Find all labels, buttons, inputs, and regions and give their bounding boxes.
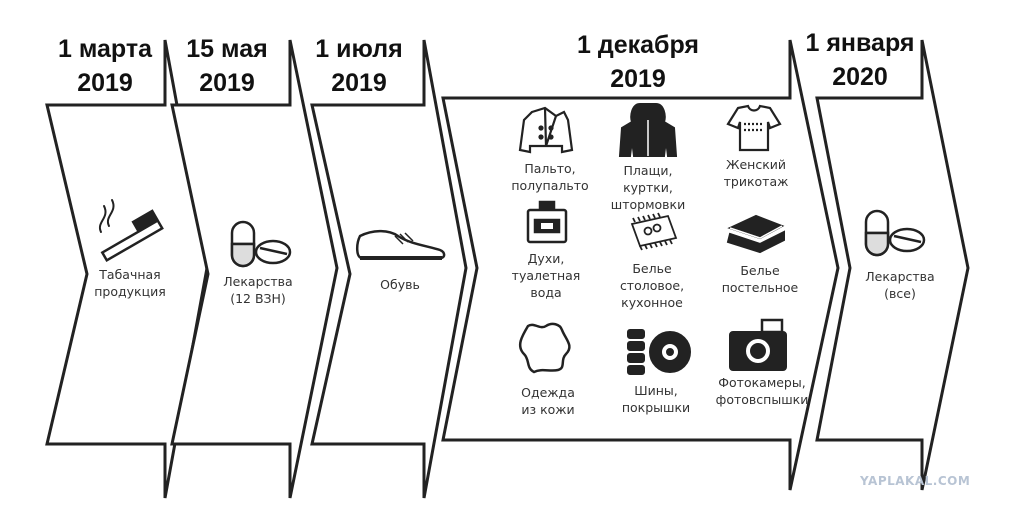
leather-icon xyxy=(518,322,571,374)
camera-icon xyxy=(729,318,787,371)
shoe-icon xyxy=(356,229,446,260)
watermark: YAPLAKAL.COM xyxy=(860,474,971,488)
label-line: Табачная xyxy=(99,267,161,282)
stage-3-date: 1 июля 2019 xyxy=(294,32,424,100)
stage-2-date: 15 мая 2019 xyxy=(162,32,292,100)
label-line: Белье xyxy=(740,263,780,278)
item-label-perfume: Духи, туалетная вода xyxy=(496,250,596,301)
tires-icon xyxy=(627,329,691,375)
stage-2-date-line1: 15 мая xyxy=(186,35,268,63)
item-label-medicines-all: Лекарства (все) xyxy=(850,268,950,302)
label-line: туалетная xyxy=(511,268,581,283)
label-line: Обувь xyxy=(380,277,420,292)
item-label-cameras: Фотокамеры, фотовспышки xyxy=(707,374,817,408)
label-line: Пальто, xyxy=(524,161,576,176)
stage-3-date-line1: 1 июля xyxy=(315,35,403,63)
pills-icon xyxy=(230,220,292,268)
label-line: (12 ВЗН) xyxy=(230,291,286,306)
label-line: из кожи xyxy=(521,402,575,417)
label-line: штормовки xyxy=(610,197,686,212)
blouse-icon xyxy=(726,104,782,152)
stage-1-date-line1: 1 марта xyxy=(57,35,152,63)
label-line: фотовспышки xyxy=(715,392,809,407)
stage-arrow-4 xyxy=(441,39,840,491)
stage-4-date: 1 декабря 2019 xyxy=(548,28,728,96)
stage-1-date-line2: 2019 xyxy=(77,69,133,97)
label-line: покрышки xyxy=(621,400,691,415)
stage-arrow-3 xyxy=(310,39,468,499)
label-line: (все) xyxy=(884,286,916,301)
pills-icon xyxy=(864,209,926,257)
item-label-jackets: Плащи, куртки, штормовки xyxy=(598,162,698,213)
perfume-icon xyxy=(526,200,568,244)
item-label-knitwear: Женский трикотаж xyxy=(706,156,806,190)
label-line: Женский xyxy=(726,157,786,172)
stage-5-date-line1: 1 января xyxy=(805,29,915,57)
item-label-table-linen: Белье столовое, кухонное xyxy=(602,260,702,311)
stage-4-date-line1: 1 декабря xyxy=(576,31,699,59)
item-label-tobacco: Табачная продукция xyxy=(80,266,180,300)
stage-2-date-line2: 2019 xyxy=(199,69,255,97)
stage-1-date: 1 марта 2019 xyxy=(40,32,170,100)
stage-3-date-line2: 2019 xyxy=(331,69,387,97)
stage-arrow-5 xyxy=(815,39,970,491)
label-line: столовое, xyxy=(619,278,685,293)
item-label-tires: Шины, покрышки xyxy=(606,382,706,416)
label-line: полупальто xyxy=(511,178,589,193)
item-label-medicines-12: Лекарства (12 ВЗН) xyxy=(208,273,308,307)
item-label-coats: Пальто, полупальто xyxy=(500,160,600,194)
label-line: Лекарства xyxy=(223,274,293,289)
stage-5-date-line2: 2020 xyxy=(832,63,888,91)
stage-arrow-1 xyxy=(45,39,209,499)
towel-icon xyxy=(630,212,678,251)
label-line: кухонное xyxy=(621,295,683,310)
item-label-leather: Одежда из кожи xyxy=(498,384,598,418)
label-line: Шины, xyxy=(634,383,678,398)
coat-icon xyxy=(518,106,574,154)
label-line: куртки, xyxy=(623,180,673,195)
stage-arrow-2 xyxy=(170,39,339,499)
label-line: трикотаж xyxy=(723,174,789,189)
label-line: вода xyxy=(530,285,562,300)
label-line: Духи, xyxy=(527,251,565,266)
bedding-icon xyxy=(726,214,785,254)
cigarette-icon xyxy=(98,199,164,263)
stage-4-date-line2: 2019 xyxy=(610,65,666,93)
jacket-icon xyxy=(618,103,678,157)
item-label-bed-linen: Белье постельное xyxy=(710,262,810,296)
item-label-shoes: Обувь xyxy=(350,276,450,293)
label-line: постельное xyxy=(721,280,799,295)
label-line: Белье xyxy=(632,261,672,276)
stage-5-date: 1 января 2020 xyxy=(790,26,930,94)
label-line: продукция xyxy=(94,284,166,299)
label-line: Одежда xyxy=(521,385,575,400)
label-line: Плащи, xyxy=(623,163,673,178)
label-line: Фотокамеры, xyxy=(718,375,806,390)
label-line: Лекарства xyxy=(865,269,935,284)
